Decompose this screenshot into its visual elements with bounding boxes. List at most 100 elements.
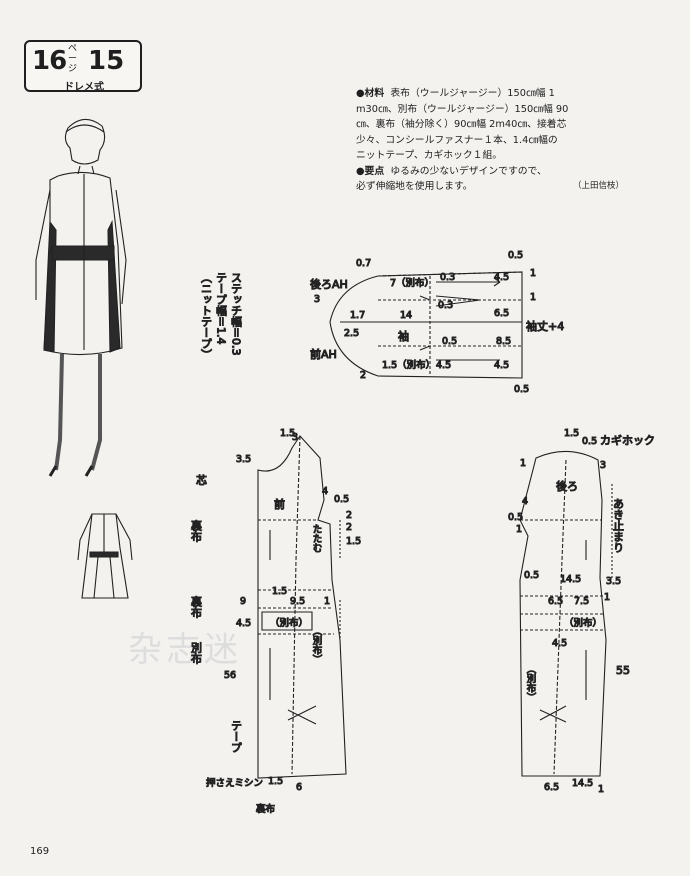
back-num-6: 0.5 [508,512,523,523]
back-num-12: 7.5 [574,596,589,607]
front-lining-label: 裏布 [190,519,203,543]
materials-block: ●材料 表布（ウールジャージー）150㎝幅 1 m30㎝、別布（ウールジャージー… [356,86,624,195]
method-label: ドレメ式 [64,82,104,93]
sleeve-num-12: 2.5 [344,328,359,339]
pattern-badge: 16 ページ 15 ドレメ式 [24,40,142,93]
back-num-1: 1.5 [564,428,579,439]
back-num-18: 1 [598,784,604,795]
front-num-9: 9 [240,596,246,607]
sleeve-bessu-bottom: 1.5（別布） [382,359,435,371]
back-opening-label: あき止まり [612,498,625,553]
back-num-8: 0.5 [524,570,539,581]
sleeve-num-19: 0.5 [514,384,529,395]
front-num-11: 9.5 [290,596,305,607]
sleeve-num-1: 0.7 [356,258,371,269]
front-bessu-2: （別布） [311,626,323,664]
sleeve-num-16: 4.5 [436,360,451,371]
sleeve-bessu-top: 7（別布） [390,277,434,289]
back-bessu-2: （別布） [525,664,537,702]
front-num-12: 4.5 [236,618,251,629]
back-num-3: 1 [520,458,526,469]
pattern-number: 15 [88,46,125,76]
front-num-7: 2 [346,522,352,533]
front-num-16: 1 [324,596,330,607]
points-line-1: ●要点 ゆるみの少ないデザインですので、 [356,165,547,177]
sleeve-num-13: 0.5 [442,336,457,347]
tape-width: テープ幅＝1.4 [215,272,228,345]
sleeve-name: 袖 [398,329,409,343]
back-num-13: 1 [604,592,610,603]
front-tape-label: テープ [230,720,243,753]
back-num-11: 6.5 [548,596,563,607]
back-num-15: 55 [616,664,630,677]
sleeve-num-14: 8.5 [496,336,511,347]
back-num-5: 4 [522,496,528,507]
front-num-3: 3.5 [236,454,251,465]
back-num-2: 0.5 [582,436,597,447]
materials-line-1: ●材料 表布（ウールジャージー）150㎝幅 1 [356,88,555,99]
author-credit: （上田信枝） [572,181,624,191]
stitch-note: ステッチ幅＝0.3 テープ幅＝1.4 （ニットテープ） [199,271,243,360]
watermark: 杂志迷 [128,630,242,670]
sleeve-num-7: 1.7 [350,310,365,321]
page-ref: 16 [32,46,67,76]
sleeve-num-4: 4.5 [494,272,509,283]
sleeve-num-6: 1 [530,268,536,279]
sleeve-length-note: 袖丈+4 [526,319,564,333]
sleeve-num-11: 1 [530,292,536,303]
back-view-thumbnail [77,513,133,599]
front-num-2: 3 [292,432,298,443]
back-num-9: 14.5 [560,574,581,585]
sleeve-num-10: 6.5 [494,308,509,319]
back-hook-label: カギホック [600,434,655,447]
front-pattern: 1.5 3 3.5 芯 裏布 前 4 0.5 2 2 1.5 たたむ 裏布 別布… [189,427,362,815]
front-num-8: 1.5 [346,536,361,547]
back-num-16: 6.5 [544,782,559,793]
back-bessu-1: （別布） [564,617,602,629]
sleeve-num-2: 3 [314,294,320,305]
sleeve-num-8: 14 [400,310,412,321]
sleeve-num-5: 0.5 [508,250,523,261]
back-name: 後ろ [556,479,578,493]
materials-line-5: ニットテープ、カギホック１組。 [356,150,503,161]
front-lining-bottom: 裏布 [256,803,275,815]
back-pattern: 1.5 0.5 カギホック 1 3 後ろ 4 0.5 1 あき止まり 0.5 1… [507,427,655,795]
front-num-6: 2 [346,510,352,521]
front-contrast-label: 別布 [190,642,203,665]
sleeve-num-17: 4.5 [494,360,509,371]
front-num-14: 1.5 [268,776,283,787]
front-num-13: 56 [224,670,236,681]
front-num-5: 0.5 [334,494,349,505]
sleeve-num-3: 0.3 [440,272,455,283]
back-num-17: 14.5 [572,778,593,789]
page-number: 169 [30,846,50,857]
materials-line-3: ㎝、裏布（袖分除く）90㎝幅 2m40㎝、接着芯 [356,119,567,130]
back-armhole-label: 後ろAH [310,277,348,291]
materials-line-4: 少々、コンシールファスナー１本、1.4㎝幅の [356,134,558,146]
front-interfacing: 芯 [196,473,207,487]
front-num-4: 4 [322,486,328,497]
sleeve-num-9: 0.3 [438,300,453,311]
back-num-7: 1 [516,524,522,535]
page-ref-kana: ページ [68,44,78,74]
back-num-4: 3 [600,460,606,471]
front-topstitch: 押さえミシン [206,777,263,789]
back-num-14: 4.5 [552,638,567,649]
front-bessu-1: （別布） [270,617,308,629]
front-num-1: 1.5 [280,428,295,439]
front-lining-label-2: 裏布 [190,595,203,619]
points-line-2: 必ず伸縮地を使用します。（上田信枝） [356,179,624,195]
front-num-15: 6 [296,782,302,793]
stitch-width: ステッチ幅＝0.3 [230,272,243,356]
front-armhole-label: 前AH [310,347,337,361]
sleeve-num-18: 2 [360,370,366,381]
front-num-10: 1.5 [272,586,287,597]
front-fold: たたむ [311,524,323,553]
materials-line-2: m30㎝、別布（ウールジャージー）150㎝幅 90 [356,103,569,115]
model-illustration [35,118,127,477]
front-name: 前 [274,497,285,511]
knit-tape: （ニットテープ） [200,272,213,360]
back-num-10: 3.5 [606,576,621,587]
